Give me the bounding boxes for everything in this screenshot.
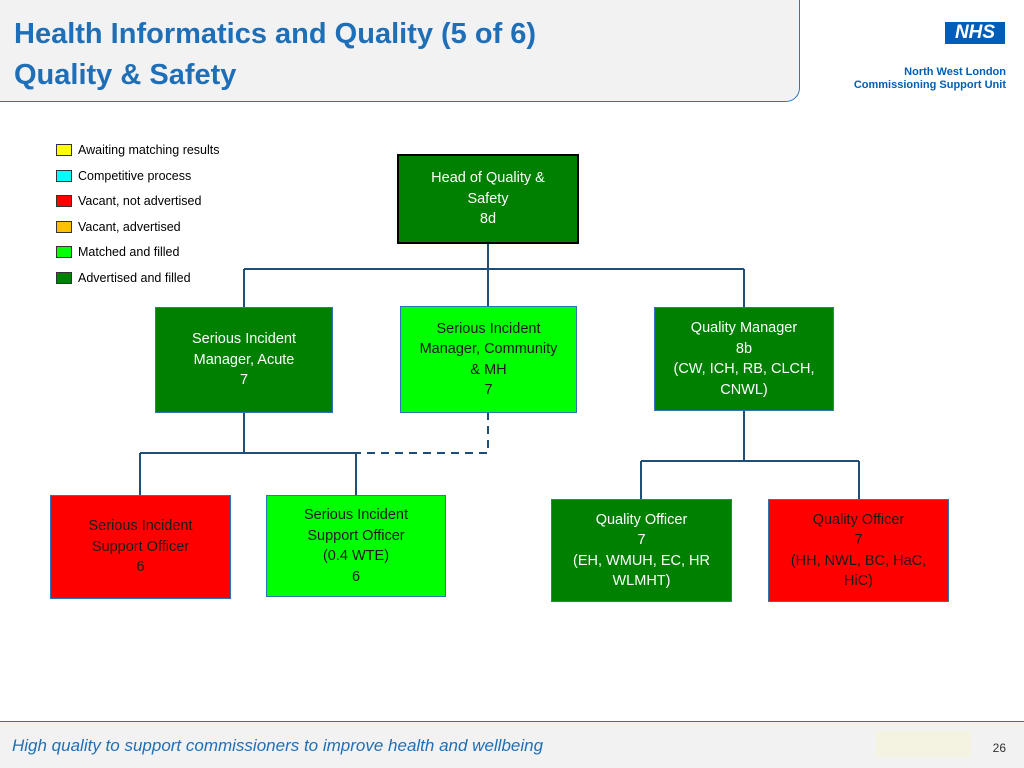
role-line: Serious Incident (192, 331, 296, 348)
legend-swatch (56, 271, 72, 284)
title-line-2: Quality & Safety (14, 59, 237, 91)
role-line: 6 (351, 568, 361, 585)
page-title: Health Informatics and Quality (5 of 6) … (14, 14, 536, 96)
legend-swatch (56, 220, 72, 233)
role-line: Support Officer (91, 538, 190, 555)
legend-label: Vacant, not advertised (78, 194, 202, 208)
role-box-quality-officer-eh: Quality Officer 7 (EH, WMUH, EC, HR WLMHT) (551, 499, 732, 602)
role-line: Serious Incident (304, 507, 408, 523)
role-line: Manager, Acute (193, 351, 295, 368)
role-line: Support Officer (307, 527, 405, 544)
legend-label: Awaiting matching results (78, 143, 220, 157)
role-line: HiC) (844, 573, 873, 589)
org-line-2: Commissioning Support Unit (853, 79, 1006, 91)
org-line-1: North West London (904, 66, 1006, 78)
role-line: (EH, WMUH, EC, HR (573, 552, 710, 569)
role-line: Quality Officer (595, 511, 688, 528)
nhs-logo: NHS (945, 22, 1005, 44)
role-line: (HH, NWL, BC, HaC, (790, 552, 927, 569)
header-panel (0, 0, 800, 102)
legend-swatch (56, 195, 72, 207)
footer-divider (0, 721, 1024, 722)
role-line: 7 (239, 372, 249, 389)
legend-swatch (56, 169, 72, 182)
organisation-name: North West London Commissioning Support … (854, 66, 1006, 92)
role-line: Head of Quality & (431, 170, 545, 187)
role-box-quality-manager: Quality Manager 8b (CW, ICH, RB, CLCH, CNWL… (654, 307, 834, 411)
connector-lines (139, 243, 860, 499)
role-line: Serious Incident (88, 518, 193, 535)
role-line: 8b (735, 340, 753, 357)
title-line-1: Health Informatics and Quality (5 of 6) (14, 18, 537, 50)
role-line: Manager, Community (419, 341, 558, 357)
role-line: 7 (637, 532, 646, 548)
dashed-connector-community (356, 412, 489, 454)
role-line: & MH (470, 361, 507, 378)
legend-label: Vacant, advertised (78, 219, 181, 234)
role-line: (CW, ICH, RB, CLCH, (673, 361, 815, 377)
legend-label: Matched and filled (78, 245, 180, 259)
footer-bar (0, 722, 1024, 768)
legend-label: Advertised and filled (78, 270, 191, 285)
role-line: 7 (484, 382, 493, 398)
footer-placeholder (876, 731, 971, 757)
role-line: 6 (136, 559, 145, 576)
role-line: Quality Officer (812, 511, 905, 528)
role-line: Quality Manager (690, 320, 798, 336)
role-line: 7 (854, 532, 863, 548)
role-box-head-of-quality-safety: Head of Quality & Safety 8d (397, 154, 579, 244)
footer-tagline: High quality to support commissioners to… (12, 736, 544, 755)
role-line: (0.4 WTE) (322, 548, 390, 564)
page-number: 26 (992, 741, 1006, 755)
role-box-quality-officer-hh: Quality Officer 7 (HH, NWL, BC, HaC, HiC) (768, 499, 949, 602)
role-line: CNWL) (720, 381, 768, 398)
legend-swatch (56, 144, 72, 156)
role-line: WLMHT) (612, 573, 671, 589)
role-line: Safety (467, 190, 509, 207)
legend-swatch (56, 246, 72, 258)
legend-label: Competitive process (78, 168, 192, 183)
role-line: 8d (479, 211, 497, 228)
role-line: Serious Incident (436, 320, 541, 337)
